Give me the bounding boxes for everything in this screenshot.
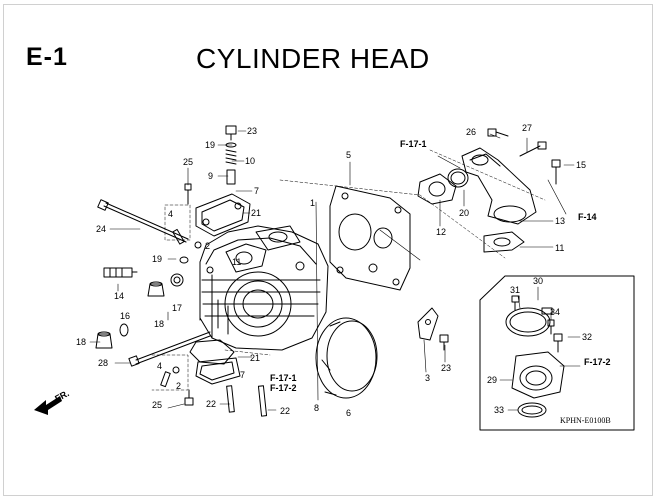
insulator-12: [417, 173, 457, 205]
part-number-29: 29: [487, 375, 497, 385]
bolt-23-top: [225, 125, 237, 141]
ref-f17-1-bottom: F-17-1: [270, 373, 297, 383]
part-number-17: 17: [172, 303, 182, 313]
part-number-34: 34: [550, 307, 560, 317]
part-number-4a: 4: [168, 209, 173, 219]
part-number-22b: 22: [280, 406, 290, 416]
part-number-23a: 23: [247, 126, 257, 136]
section-code: E-1: [26, 43, 68, 71]
part-number-33: 33: [494, 405, 504, 415]
part-number-26: 26: [466, 127, 476, 137]
side-cover: [315, 317, 378, 399]
spring-10: [225, 149, 237, 165]
part-number-30: 30: [533, 276, 543, 286]
page-title: CYLINDER HEAD: [196, 43, 430, 74]
washer-19: [179, 256, 189, 264]
tensioner-9: [226, 169, 236, 185]
part-number-7a: 7: [254, 186, 259, 196]
clamp-30: [505, 307, 553, 337]
part-number-11b: 11: [232, 257, 241, 267]
plug-18: [147, 281, 165, 297]
ref-f17-1-top: F-17-1: [400, 139, 427, 149]
part-number-2a: 2: [205, 241, 210, 251]
part-number-20: 20: [459, 208, 469, 218]
part-number-32: 32: [582, 332, 592, 342]
bolt-27: [519, 141, 547, 157]
part-number-19a: 19: [205, 140, 215, 150]
screw-34: [547, 319, 555, 335]
head-cover: [195, 193, 251, 237]
part-number-16: 16: [120, 311, 130, 321]
part-number-9: 9: [208, 171, 213, 181]
part-number-25a: 25: [183, 157, 193, 167]
part-number-5: 5: [346, 150, 351, 160]
o-ring-20: [447, 168, 469, 188]
part-number-4b: 4: [157, 361, 162, 371]
part-number-27: 27: [522, 123, 532, 133]
o-ring-33: [517, 402, 547, 418]
cap-17: [170, 273, 184, 287]
part-number-25b: 25: [152, 400, 162, 410]
part-number-2b: 2: [176, 381, 181, 391]
part-number-21a: 21: [251, 208, 261, 218]
part-number-23b: 23: [441, 363, 451, 373]
bolt-26: [487, 128, 509, 137]
part-number-14: 14: [114, 291, 124, 301]
ref-f17-2-right: F-17-2: [584, 357, 611, 367]
bracket: [417, 307, 439, 341]
cross-references: F-17-1 F-14 F-17-1 F-17-2 F-17-2: [270, 139, 611, 393]
phantom-lines: [151, 149, 546, 391]
part-number-10: 10: [245, 156, 255, 166]
part-number-8: 8: [314, 403, 319, 413]
head-gasket: [329, 185, 411, 291]
gasket-11: [483, 231, 525, 253]
cylinder-head: [199, 225, 329, 351]
part-number-19b: 19: [152, 254, 162, 264]
part-number-24: 24: [96, 224, 106, 234]
part-number-15: 15: [576, 160, 586, 170]
part-number-6: 6: [346, 408, 351, 418]
washer-16: [119, 323, 129, 337]
catalog-code: KPHN-E0100B: [560, 416, 611, 425]
bolt-32: [553, 333, 563, 353]
plug-18b: [95, 331, 113, 349]
front-arrow-label: FR.: [53, 388, 70, 404]
dowel-pins-lower: [160, 366, 180, 388]
washer-19-top: [225, 142, 237, 148]
ref-f17-2-bottom: F-17-2: [270, 383, 297, 393]
part-number-18b: 18: [76, 337, 86, 347]
part-number-13: 13: [555, 216, 565, 226]
dowel-pins-upper: [172, 228, 202, 249]
leader-lines: [89, 130, 581, 411]
part-number-28: 28: [98, 358, 108, 368]
front-arrow-icon: FR.: [34, 388, 71, 415]
part-number-3: 3: [425, 373, 430, 383]
lower-gasket: [189, 339, 241, 385]
part-number-12: 12: [436, 227, 446, 237]
bolt-15: [551, 159, 561, 185]
bolt-25b: [184, 389, 194, 406]
part-number-31: 31: [510, 285, 520, 295]
stud-bolt-long: [97, 199, 189, 243]
part-number-21b: 21: [250, 353, 260, 363]
part-number-1: 1: [310, 198, 315, 208]
spark-plug: [103, 267, 138, 278]
part-numbers: 23 19 10 9 25 7 21 4 2 24 19 14 17 18 16…: [76, 123, 592, 418]
intake-pipe-13: [461, 147, 537, 225]
part-number-22a: 22: [206, 399, 216, 409]
ref-f14: F-14: [578, 212, 597, 222]
studs-22: [226, 385, 268, 417]
inset-box: [479, 275, 635, 431]
part-number-7b: 7: [240, 370, 245, 380]
bolt-23-right: [439, 334, 449, 351]
part-number-11a: 11: [555, 243, 564, 253]
insulator-29: [511, 351, 565, 399]
page-border: [3, 4, 653, 496]
stud-bolt-28: [128, 331, 211, 367]
part-number-18a: 18: [154, 319, 164, 329]
screw-31: [511, 295, 520, 311]
bolt-25: [184, 183, 192, 205]
